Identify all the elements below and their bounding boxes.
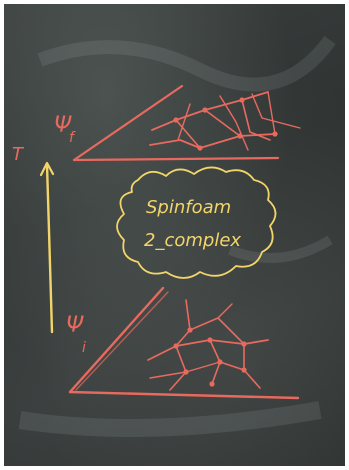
top-spinfoam-sketch <box>72 84 301 162</box>
psi-final-symbol: Ψ <box>54 113 72 138</box>
cloud-text-line1: Spinfoam <box>146 197 231 218</box>
cloud-text-line2: 2_complex <box>144 230 241 251</box>
time-arrow <box>39 161 55 334</box>
psi-initial-subscript: i <box>82 340 86 356</box>
board-smudges <box>18 35 336 437</box>
spinfoam-cloud <box>116 166 277 279</box>
bottom-spinfoam-sketch <box>68 286 300 400</box>
psi-final-subscript: f <box>69 130 76 146</box>
psi-initial-symbol: Ψ <box>66 313 84 338</box>
time-label: T <box>12 144 25 165</box>
chalkboard <box>4 4 345 466</box>
